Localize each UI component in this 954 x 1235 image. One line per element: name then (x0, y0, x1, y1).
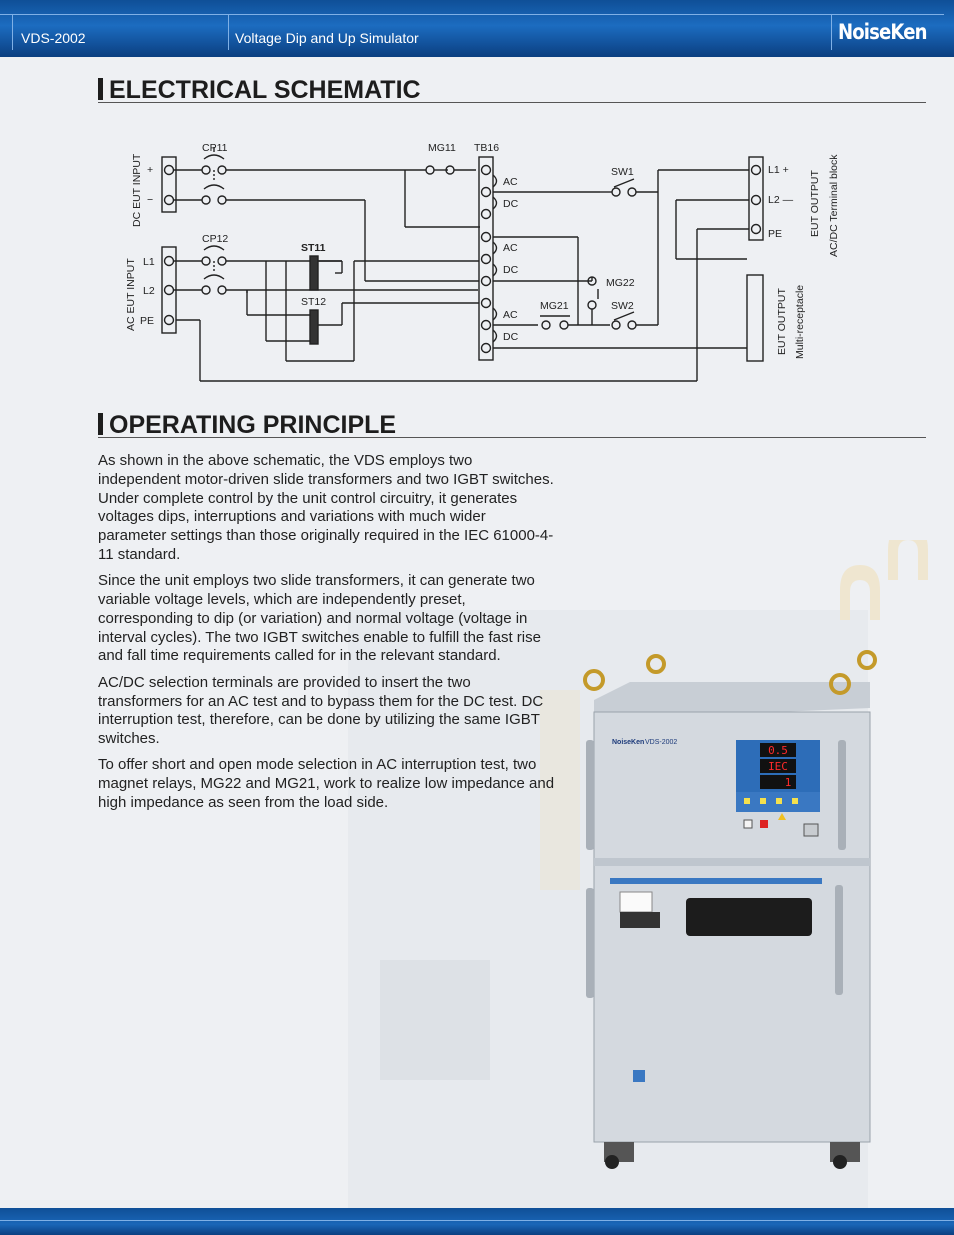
product-photo: NoiseKen VDS-2002 0.5 IEC 1 (348, 540, 928, 1208)
eut-output-label: EUT OUTPUT (809, 170, 821, 237)
section-title-principle: OPERATING PRINCIPLE (98, 411, 396, 440)
out-l1-label: L1 + (768, 164, 789, 176)
st12-label: ST12 (301, 296, 326, 308)
l2-label: L2 (143, 285, 155, 297)
paragraph: Since the unit employs two slide transfo… (98, 572, 541, 665)
product-name: Voltage Dip and Up Simulator (235, 30, 419, 46)
mg11-label: MG11 (428, 142, 456, 154)
device-brand: NoiseKen (612, 739, 644, 746)
section-title-schematic: ELECTRICAL SCHEMATIC (98, 76, 421, 105)
header-divider (12, 14, 13, 50)
sw1-label: SW1 (611, 166, 634, 178)
operating-principle-text: As shown in the above schematic, the VDS… (98, 452, 558, 820)
heading-rule (98, 437, 926, 438)
header-divider (0, 14, 944, 15)
dc-label: DC (503, 331, 519, 343)
plus-label: + (147, 164, 153, 176)
display-top: 0.5 (768, 744, 788, 757)
out-pe-label: PE (768, 228, 782, 240)
eut-output-terminal-block (748, 156, 764, 241)
cp12-label: CP12 (202, 233, 228, 245)
l1-label: L1 (143, 256, 155, 268)
out-l2-label: L2 — (768, 194, 794, 206)
heading-rule (98, 102, 926, 103)
device-model: VDS-2002 (645, 739, 677, 746)
minus-label: − (147, 194, 153, 206)
st11-label: ST11 (301, 242, 326, 254)
terminal-block-label: AC/DC Terminal block (828, 154, 840, 257)
heading-bar (98, 78, 103, 100)
cp11-label: CP11 (202, 142, 228, 154)
paragraph: AC/DC selection terminals are provided t… (98, 673, 544, 748)
display-bottom: 1 (785, 776, 792, 789)
sw2-label: SW2 (611, 300, 634, 312)
heading-text: ELECTRICAL SCHEMATIC (109, 76, 421, 104)
dc-input-terminal (161, 156, 177, 213)
dc-input-label: DC EUT INPUT (131, 153, 143, 227)
header-divider (831, 14, 832, 50)
ac-label: AC (503, 176, 518, 188)
ac-label: AC (503, 309, 518, 321)
paragraph: To offer short and open mode selection i… (98, 756, 555, 812)
footer-bar (0, 1208, 954, 1235)
multi-receptacle-label: Multi-receptacle (794, 285, 806, 359)
vds-cabinet: NoiseKen VDS-2002 0.5 IEC 1 (583, 650, 877, 1169)
brand-logo: NoiseKen (838, 20, 927, 44)
ac-input-label: AC EUT INPUT (125, 258, 137, 331)
dc-label: DC (503, 198, 519, 210)
dc-label: DC (503, 264, 519, 276)
tb16-terminal-block (478, 156, 494, 361)
mg21-label: MG21 (540, 300, 569, 312)
pe-label: PE (140, 315, 154, 327)
model-name: VDS-2002 (21, 30, 86, 46)
heading-bar (98, 413, 103, 435)
paragraph: As shown in the above schematic, the VDS… (98, 452, 554, 563)
eut-output-label: EUT OUTPUT (776, 288, 788, 355)
heading-text: OPERATING PRINCIPLE (109, 411, 397, 439)
header-divider (228, 14, 229, 50)
tb16-label: TB16 (474, 142, 499, 154)
display-mid: IEC (768, 760, 788, 773)
eut-output-receptacle (746, 274, 764, 362)
mg22-label: MG22 (606, 277, 635, 289)
header-bar: VDS-2002 Voltage Dip and Up Simulator No… (0, 0, 954, 57)
footer-divider (0, 1220, 954, 1221)
multi-receptacle-photo (686, 898, 812, 936)
electrical-schematic: DC EUT INPUT + − AC EUT INPUT L1 L2 PE C… (125, 142, 840, 382)
ac-label: AC (503, 242, 518, 254)
